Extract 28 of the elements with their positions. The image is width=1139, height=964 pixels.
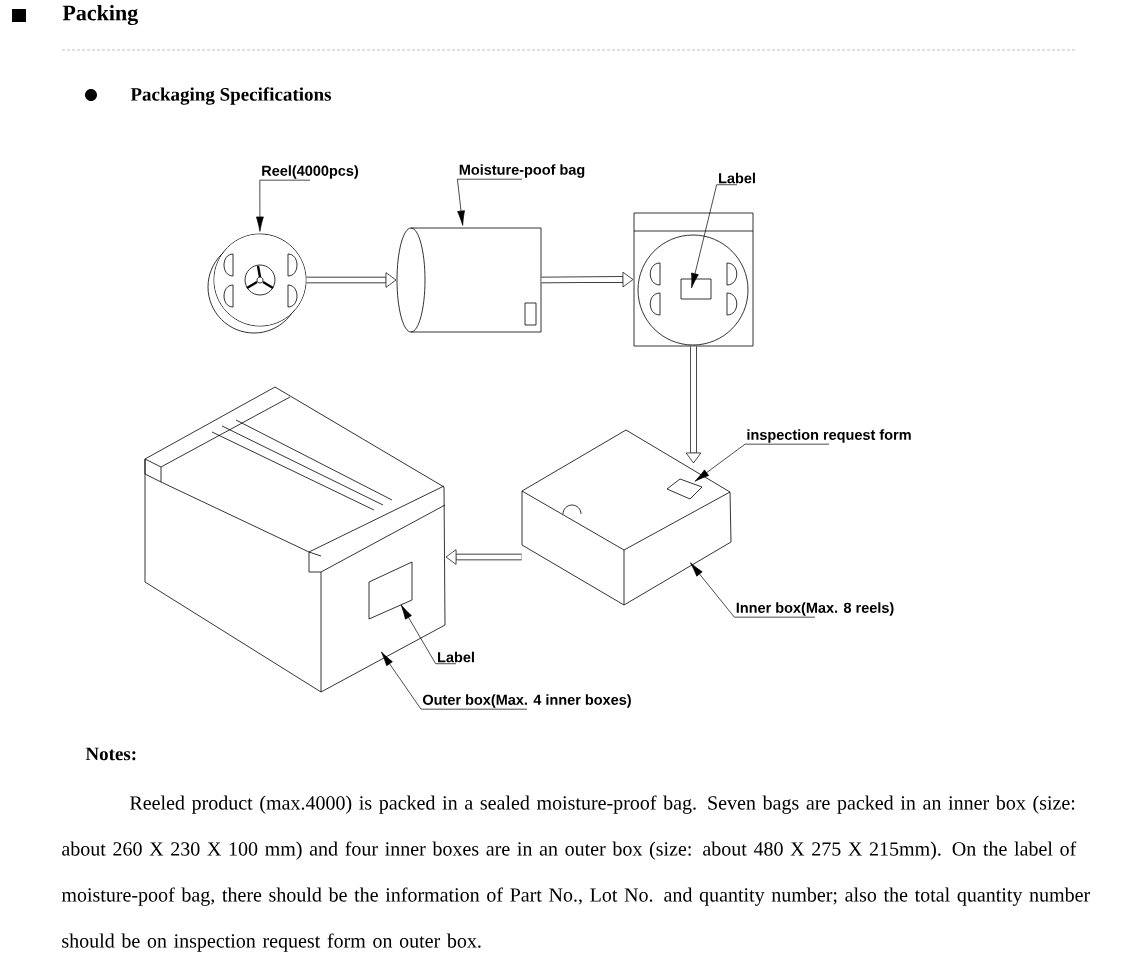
leader-line: [694, 443, 830, 482]
notes-paragraph: Reeled product (max.4000) is packed in a sealed moisture-proof bag. Seven bags are packed in an inner box (size: about 260 X 230 X 100 mm) and four inner boxes are in an outer box (size: about 480 X 275 X 215mm). On the label of moisture-poof bag, there should be the information of Part No., Lot No. and quantity number; also the total quantity number should be on inspection request form on outer box.: [61, 795, 1090, 952]
callout-label: inspection request form: [747, 429, 911, 443]
leader-line: [457, 178, 523, 226]
callout-label: Reel(4000pcs): [262, 165, 359, 179]
leader-line: [690, 562, 816, 618]
callout-label: Inner box(Max. 8 reels): [736, 602, 894, 616]
hollow-arrow: [685, 346, 702, 464]
notes-heading: Notes:: [85, 747, 136, 761]
label-rectangle: [680, 278, 712, 300]
inner-box-drawing: [521, 429, 732, 606]
callout-label: Moisture-poof bag: [459, 164, 585, 178]
hollow-arrow: [445, 549, 522, 565]
leader-line: [400, 604, 457, 665]
callout-label: Label: [438, 651, 474, 663]
hollow-arrow: [306, 272, 397, 288]
leader-line: [256, 179, 311, 232]
callout-label: Outer box(Max. 4 inner boxes): [423, 694, 631, 708]
leader-line: [691, 184, 738, 289]
hollow-arrow: [541, 271, 634, 288]
form-drawing: [666, 478, 703, 500]
callout-label: Label: [719, 172, 755, 184]
section-heading: Packing: [62, 4, 138, 26]
sealed-bag-drawing: [633, 212, 754, 347]
leader-line: [380, 651, 528, 710]
bag-drawing: [396, 227, 542, 333]
reel-drawing: [207, 233, 307, 334]
subheading: Packaging Specifications: [130, 87, 332, 105]
